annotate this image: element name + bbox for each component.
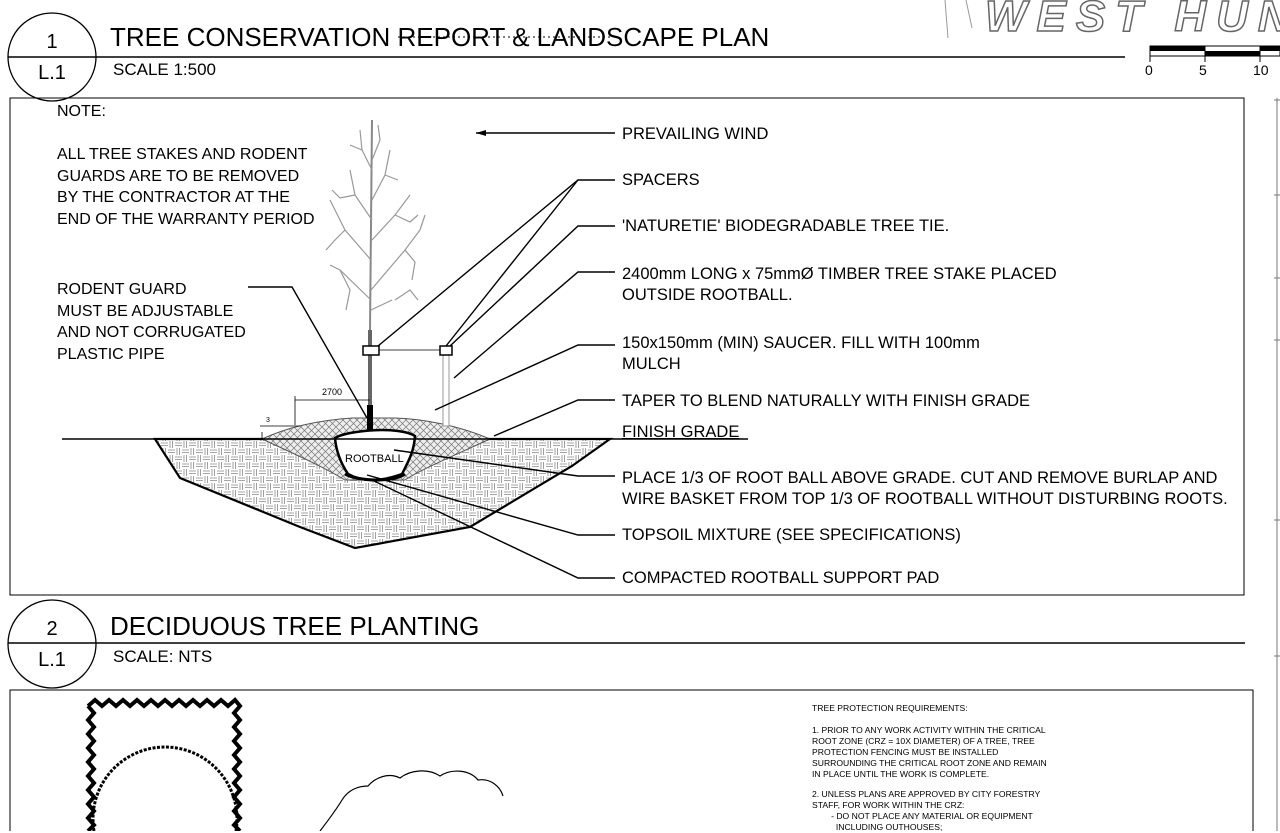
callout-rootball: PLACE 1/3 OF ROOT BALL ABOVE GRADE. CUT … bbox=[622, 469, 1228, 508]
planting-section bbox=[62, 119, 748, 550]
tree-protection-plan bbox=[85, 697, 504, 831]
page-title: TREE CONSERVATION REPORT & LANDSCAPE PLA… bbox=[110, 22, 770, 52]
leader-lines bbox=[248, 132, 615, 579]
note-heading: NOTE: bbox=[57, 103, 106, 120]
rootball-shape bbox=[333, 428, 417, 482]
detail-2-frame bbox=[9, 689, 1254, 831]
scale-bar-label-10: 10 bbox=[1253, 62, 1269, 78]
brand-name: WEST HUN bbox=[984, 0, 1280, 42]
sheet-number-2: L.1 bbox=[38, 649, 66, 671]
callout-tree-stake: 2400mm LONG x 75mmØ TIMBER TREE STAKE PL… bbox=[622, 265, 1057, 304]
title-block-edge bbox=[1274, 98, 1280, 831]
topsoil-pit bbox=[152, 437, 614, 550]
callout-spacers: SPACERS bbox=[622, 171, 700, 189]
callout-tree-tie: 'NATURETIE' BIODEGRADABLE TREE TIE. bbox=[622, 217, 950, 235]
dimension-height: 3 bbox=[266, 417, 270, 424]
callout-support-pad: COMPACTED ROOTBALL SUPPORT PAD bbox=[622, 569, 940, 587]
scale-bar bbox=[1149, 45, 1280, 62]
detail-2-scale: SCALE: NTS bbox=[113, 647, 213, 666]
scale-bar-label-0: 0 bbox=[1145, 62, 1153, 78]
detail-bubble-2 bbox=[7, 599, 1245, 689]
callout-prevailing-wind: PREVAILING WIND bbox=[622, 125, 769, 143]
protection-heading: TREE PROTECTION REQUIREMENTS: bbox=[812, 703, 968, 713]
protection-item-2: 2. UNLESS PLANS ARE APPROVED BY CITY FOR… bbox=[812, 789, 1041, 832]
detail-scale: SCALE 1:500 bbox=[113, 60, 217, 79]
brand-mark bbox=[944, 0, 973, 39]
sheet-number: L.1 bbox=[38, 62, 66, 84]
callout-saucer: 150x150mm (MIN) SAUCER. FILL WITH 100mm … bbox=[622, 334, 980, 373]
detail-number: 1 bbox=[46, 31, 58, 53]
detail-bubble-1 bbox=[7, 12, 1125, 102]
detail-2-title: DECIDUOUS TREE PLANTING bbox=[110, 611, 480, 641]
tree-canopy bbox=[325, 124, 426, 311]
protection-item-1: 1. PRIOR TO ANY WORK ACTIVITY WITHIN THE… bbox=[812, 725, 1047, 779]
callout-topsoil: TOPSOIL MIXTURE (SEE SPECIFICATIONS) bbox=[622, 526, 961, 544]
rodent-guard-note: RODENT GUARD MUST BE ADJUSTABLE AND NOT … bbox=[57, 281, 246, 363]
detail-number-2: 2 bbox=[46, 618, 58, 640]
callout-taper: TAPER TO BLEND NATURALLY WITH FINISH GRA… bbox=[622, 392, 1030, 410]
dimension-width: 2700 bbox=[322, 387, 343, 397]
rootball-label: ROOTBALL bbox=[345, 453, 404, 465]
scale-bar-label-5: 5 bbox=[1199, 62, 1207, 78]
callout-finish-grade: FINISH GRADE bbox=[622, 423, 740, 441]
note-text: ALL TREE STAKES AND RODENT GUARDS ARE TO… bbox=[57, 146, 315, 228]
detail-1-frame bbox=[9, 97, 1245, 596]
